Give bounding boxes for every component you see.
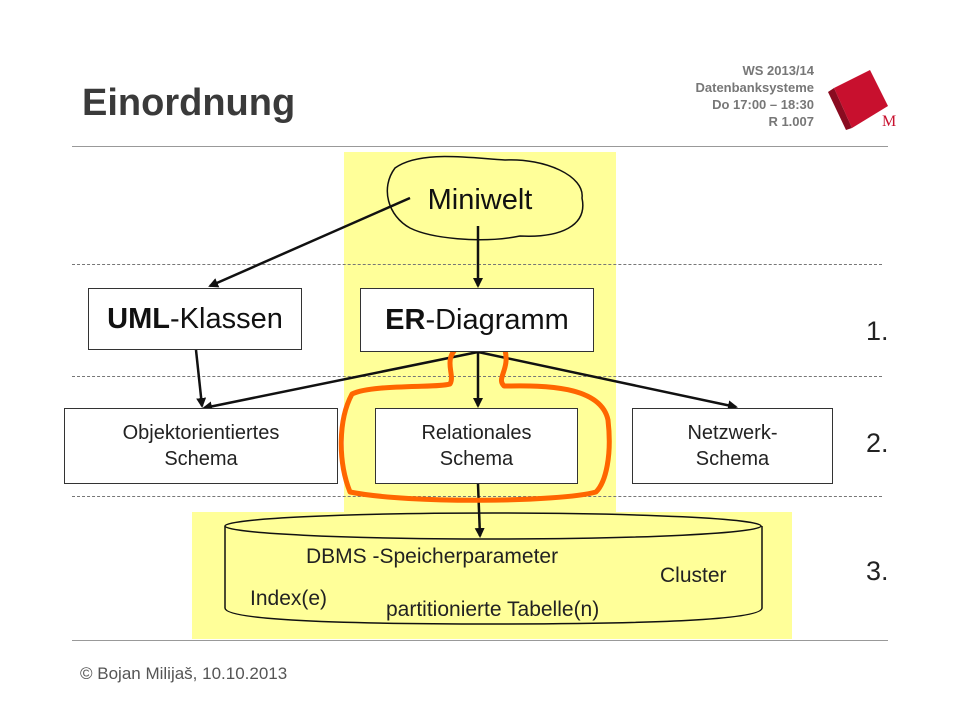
uml-class-box: UML-Klassen [88, 288, 302, 350]
uml-label-bold: UML [107, 302, 170, 335]
copyright-footer: © Bojan Milijaš, 10.10.2013 [80, 664, 288, 683]
university-logo: M [828, 70, 896, 130]
arrow-er-oo [202, 350, 479, 412]
er-label-rest: -Diagramm [425, 303, 569, 336]
level-number-2: 2. [866, 428, 889, 458]
network-schema-box: Netzwerk- Schema [632, 408, 833, 484]
partition-label: partitionierte Tabelle(n) [386, 598, 600, 621]
footer-rule [72, 640, 888, 641]
network-schema-label: Netzwerk- Schema [687, 422, 778, 470]
arrow-miniwelt-uml [208, 196, 411, 288]
course-name: Datenbanksysteme [695, 80, 815, 95]
level-number-3: 3. [866, 556, 889, 586]
header-rule [72, 146, 888, 147]
arrow-relational-db [474, 483, 485, 538]
logo-shadow [828, 88, 852, 130]
oo-schema-box: Objektorientiertes Schema [64, 408, 338, 484]
arrow-er-network [477, 350, 738, 411]
relational-schema-box: Relationales Schema [375, 408, 578, 484]
oo-schema-label: Objektorientiertes Schema [122, 422, 280, 470]
database-cylinder-top [224, 512, 762, 540]
uml-label-rest: -Klassen [170, 302, 283, 335]
miniwelt-label: Miniwelt [427, 184, 533, 216]
course-room: R 1.007 [768, 114, 814, 129]
course-info: WS 2013/14 Datenbanksysteme Do 17:00 – 1… [594, 62, 815, 130]
cluster-label: Cluster [660, 564, 727, 587]
er-diagram-box: ER-Diagramm [360, 288, 594, 352]
arrow-uml-oo [194, 349, 207, 408]
dbms-parameters-label: DBMS -Speicherparameter [306, 545, 559, 568]
level-separator-3 [72, 496, 882, 497]
relational-schema-label: Relationales Schema [421, 422, 532, 470]
index-label: Index(e) [250, 587, 328, 610]
logo-letter: M [882, 113, 896, 130]
database-cylinder [224, 526, 763, 625]
course-time: Do 17:00 – 18:30 [712, 97, 814, 112]
miniwelt-cloud [386, 155, 584, 241]
course-semester: WS 2013/14 [742, 63, 814, 78]
er-label-bold: ER [385, 303, 426, 336]
relational-highlight-outline [338, 333, 612, 503]
level-number-1: 1. [866, 316, 889, 346]
logo-shape [834, 70, 888, 128]
page-title: Einordnung [82, 82, 296, 124]
